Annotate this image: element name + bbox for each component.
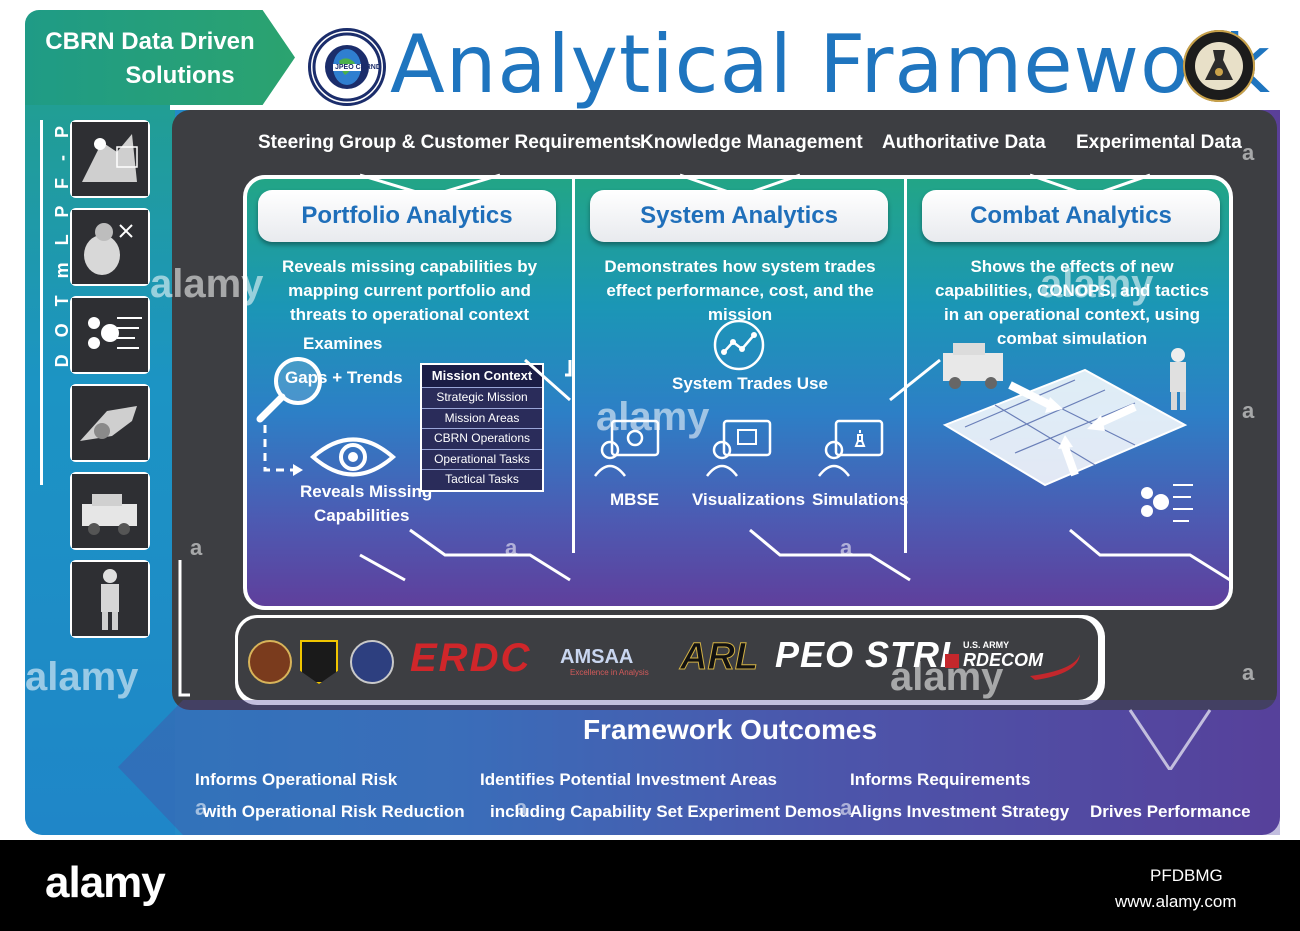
outcome-item: Aligns Investment Strategy (850, 802, 1070, 821)
visualizations-label: Visualizations (692, 490, 806, 509)
tab-title-line1: CBRN Data Driven (45, 28, 255, 55)
watermark-text: alamy (890, 655, 1004, 699)
label-knowledge-management: Knowledge Management (640, 132, 863, 153)
simulations-icon (818, 419, 884, 477)
mission-context-table: Mission Context Strategic Mission Missio… (420, 363, 544, 492)
mbse-icon (594, 419, 660, 477)
system-analytics-header: System Analytics (590, 190, 888, 242)
mission-row: Mission Areas (422, 409, 542, 429)
partner-seal-2-logo (350, 640, 394, 684)
label-steering-group: Steering Group & Customer Requirements (258, 132, 642, 153)
column-divider-2 (904, 178, 907, 553)
dashed-arrow (263, 425, 303, 476)
portfolio-description: Reveals missing capabilities by mapping … (281, 257, 538, 324)
peo-stri-logo: PEO STRI (775, 634, 952, 675)
rdecom-logo: RDECOM (945, 650, 1043, 671)
jpeo-seal-logo: JPEO CBRND (308, 28, 386, 106)
watermark-mark: a (1242, 398, 1255, 423)
magnifier-icon (256, 357, 322, 423)
outcome-item: with Operational Risk Reduction (203, 802, 465, 821)
watermark-mark: a (190, 535, 203, 560)
seal-left-center: JPEO CBRND (335, 64, 381, 71)
watermark-text: alamy (1040, 262, 1154, 306)
materiel-icon (70, 384, 150, 462)
partner-seal-1-logo (248, 640, 292, 684)
vehicle-icon (70, 472, 150, 550)
watermark-mark: a (840, 535, 853, 560)
eye-icon (309, 437, 397, 477)
simulations-label: Simulations (812, 490, 909, 509)
combat-analytics-header: Combat Analytics (922, 190, 1220, 242)
image-id: PFDBMG (1150, 866, 1223, 885)
watermark-text: alamy (150, 262, 264, 306)
reveals-missing-label: Reveals Missing (300, 482, 433, 501)
watermark-mark: a (840, 795, 853, 820)
title-tab: CBRN Data Driven Solutions (25, 10, 295, 105)
watermark-mark: a (1242, 140, 1255, 165)
column-divider-1 (572, 178, 575, 553)
portfolio-analytics-header: Portfolio Analytics (258, 190, 556, 242)
mission-row: Mission Context (422, 365, 542, 388)
trend-chart-icon (713, 319, 765, 371)
amsaa-tagline: Excellence in Analysis (570, 668, 649, 677)
amsaa-logo: AMSAA (560, 646, 634, 668)
system-trades-label: System Trades Use (672, 374, 828, 393)
erdc-logo: ERDC (410, 636, 532, 680)
mission-row: CBRN Operations (422, 429, 542, 450)
watermark-mark: a (195, 795, 208, 820)
outcome-item: Drives Performance (1090, 802, 1251, 821)
outcomes-arrow (118, 700, 1280, 835)
combat-description: Shows the effects of new capabilities, C… (935, 257, 1209, 348)
watermark-footer (0, 840, 1300, 931)
ccdc-seal-logo (1183, 30, 1255, 102)
watermark-text: alamy (596, 395, 710, 439)
doctrine-icon (70, 120, 150, 198)
framework-outcomes-title: Framework Outcomes (582, 714, 878, 745)
combat-simulation-illustration (942, 343, 1193, 522)
page-title: Analytical Framework (390, 18, 1272, 111)
vertical-divider (40, 120, 43, 485)
mbse-label: MBSE (610, 490, 660, 509)
gaps-trends-label: Gaps + Trends (285, 368, 403, 387)
mission-row: Operational Tasks (422, 450, 542, 470)
outcome-item: Identifies Potential Investment Areas (480, 770, 777, 789)
alamy-url: www.alamy.com (1115, 892, 1237, 911)
mission-row: Tactical Tasks (445, 472, 519, 486)
rdecom-swoosh-icon (1030, 654, 1080, 680)
vertical-label: D O T m L P F - P (52, 120, 72, 368)
label-authoritative-data: Authoritative Data (882, 132, 1046, 153)
outcome-item: including Capability Set Experiment Demo… (490, 802, 842, 821)
visualizations-icon (706, 419, 772, 477)
watermark-mark: a (1242, 660, 1255, 685)
training-icon (70, 296, 150, 374)
label-experimental-data: Experimental Data (1076, 132, 1242, 153)
tab-title-line2: Solutions (125, 62, 235, 89)
capabilities-label: Capabilities (314, 506, 410, 525)
examines-label: Examines (303, 334, 383, 353)
alamy-logo: alamy (45, 858, 166, 907)
flow-lines (178, 358, 1231, 770)
watermark-text: alamy (25, 655, 139, 699)
system-description: Demonstrates how system trades effect pe… (604, 257, 876, 324)
outcome-item: Informs Operational Risk (195, 770, 398, 789)
mission-row: Strategic Mission (422, 388, 542, 409)
watermark-mark: a (515, 795, 528, 820)
us-army-label: U.S. ARMY (963, 640, 1010, 650)
soldier-icon (70, 560, 150, 638)
arl-logo: ARL (679, 636, 759, 679)
outcome-item: Informs Requirements (850, 770, 1031, 789)
organization-icon (70, 208, 150, 286)
watermark-mark: a (505, 535, 518, 560)
